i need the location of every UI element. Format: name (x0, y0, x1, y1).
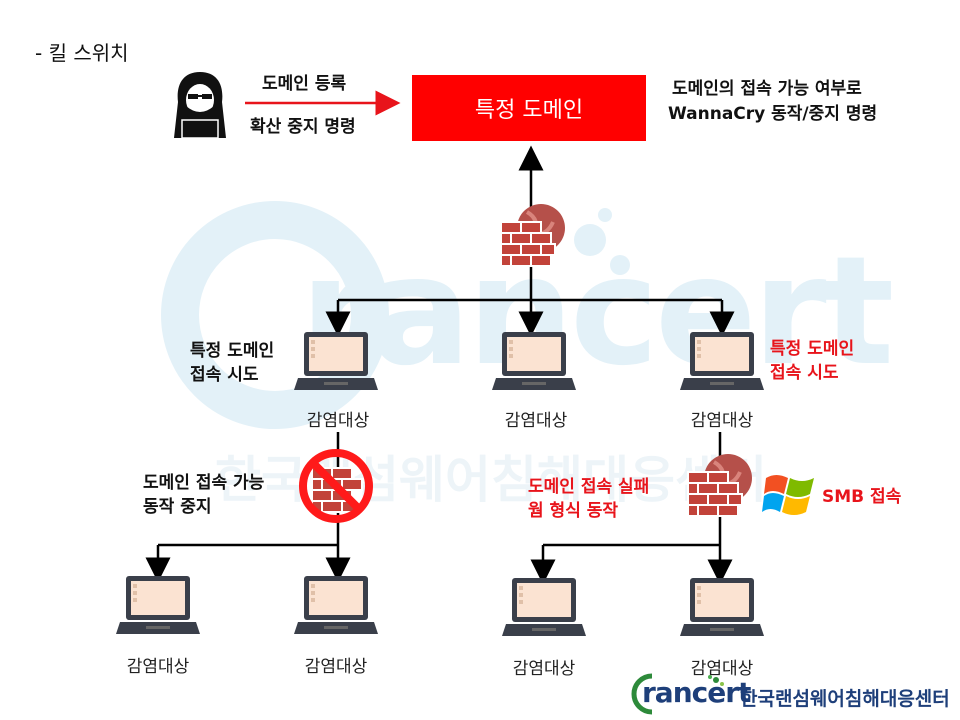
target-label: 감염대상 (690, 659, 754, 679)
killswitch-note-line2: WannaCry 동작/중지 명령 (668, 104, 878, 124)
laptop-icon (680, 576, 764, 646)
right-branch-note-line2: 웜 형식 동작 (528, 501, 619, 521)
laptop-icon (680, 330, 764, 400)
rancert-logo: rancert (630, 672, 751, 720)
laptop-icon (294, 574, 378, 644)
arrow-bottom-label: 확산 중지 명령 (250, 117, 356, 137)
laptop-icon (492, 330, 576, 400)
firewall-globe-icon (684, 450, 756, 526)
firewall-globe-icon (497, 200, 569, 276)
left-branch-note-line1: 도메인 접속 가능 (143, 473, 265, 493)
target-label: 감염대상 (306, 411, 370, 431)
section-title: - 킬 스위치 (35, 41, 129, 65)
watermark-logo-text: rancert (300, 225, 894, 399)
arrow-top-label: 도메인 등록 (262, 74, 347, 94)
right-attempt-note-line1: 특정 도메인 (770, 339, 855, 359)
org-name: 한국랜섬웨어침해대응센터 (740, 688, 950, 710)
windows-logo-icon (762, 470, 818, 524)
smb-access-label: SMB 접속 (822, 487, 902, 507)
laptop-icon (294, 330, 378, 400)
target-domain-label: 특정 도메인 (474, 98, 584, 123)
target-label: 감염대상 (304, 657, 368, 677)
target-label: 감염대상 (690, 411, 754, 431)
hacker-icon (168, 68, 232, 152)
laptop-icon (502, 576, 586, 646)
right-attempt-note-line2: 접속 시도 (770, 363, 839, 383)
target-label: 감염대상 (512, 659, 576, 679)
left-attempt-note-line2: 접속 시도 (190, 365, 259, 385)
killswitch-note-line1: 도메인의 접속 가능 여부로 (672, 79, 862, 99)
left-branch-note-line2: 동작 중지 (143, 497, 212, 517)
target-domain-box: 특정 도메인 (412, 75, 646, 141)
left-attempt-note-line1: 특정 도메인 (190, 341, 275, 361)
laptop-icon (116, 574, 200, 644)
prohibited-icon (296, 446, 380, 530)
target-label: 감염대상 (504, 411, 568, 431)
right-branch-note-line1: 도메인 접속 실패 (528, 477, 650, 497)
rancert-logo-text: rancert (642, 676, 751, 709)
target-label: 감염대상 (126, 657, 190, 677)
